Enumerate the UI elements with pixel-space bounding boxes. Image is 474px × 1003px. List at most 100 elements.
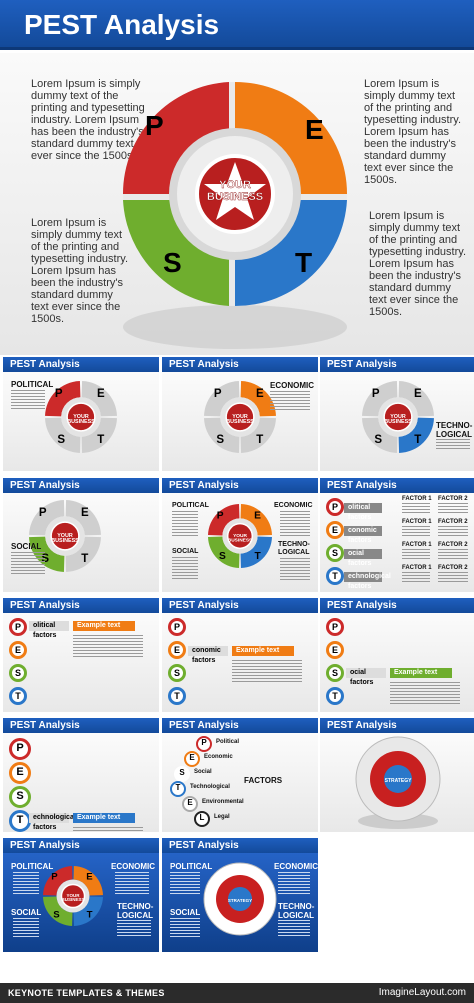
svg-text:T: T — [87, 910, 93, 921]
pest-letter-circle-t: T — [326, 687, 344, 705]
placeholder-text-block — [280, 558, 310, 580]
placeholder-text-block — [402, 549, 430, 561]
svg-text:BUSINESS: BUSINESS — [67, 419, 95, 425]
slide-header-bar: PEST Analysis — [3, 357, 159, 372]
svg-text:P: P — [372, 388, 380, 400]
svg-text:YOUR: YOUR — [232, 414, 248, 420]
slide-title: PEST Analysis — [169, 359, 239, 370]
label-economic: ECONOMIC — [274, 502, 313, 509]
placeholder-text-block — [402, 503, 430, 515]
placeholder-text-block — [232, 660, 302, 684]
letter-t: T — [295, 247, 312, 278]
slide-title: PEST Analysis — [327, 600, 397, 611]
pest-letter-circle-e: E — [326, 521, 344, 539]
slide-title: PEST Analysis — [10, 720, 80, 731]
label-factor-2: FACTOR 2 — [438, 565, 468, 571]
pest-letter-circle-s: S — [326, 544, 344, 562]
svg-text:BUSINESS: BUSINESS — [226, 419, 254, 425]
hero-title: PEST Analysis — [24, 9, 220, 40]
pest-letter-circle-s: S — [9, 664, 27, 682]
label-factor-1: FACTOR 1 — [402, 565, 432, 571]
pest-letter-circle-p: P — [326, 618, 344, 636]
placeholder-text-block — [170, 872, 200, 894]
pest-letter-circle-e: E — [182, 796, 198, 812]
placeholder-text-block — [172, 557, 198, 581]
placeholder-text-block — [402, 572, 430, 584]
pest-letter-circle-p: P — [168, 618, 186, 636]
technological-segment — [235, 200, 347, 307]
placeholder-text-block — [73, 635, 143, 659]
label-factor-1: FACTOR 1 — [402, 542, 432, 548]
placeholder-text-block — [402, 526, 430, 538]
placeholder-text-block — [11, 390, 45, 410]
placeholder-text-block — [438, 549, 468, 561]
svg-text:E: E — [97, 388, 105, 400]
letter-p: P — [145, 110, 164, 141]
placeholder-text-block — [117, 920, 151, 936]
placeholder-text-block — [73, 827, 143, 832]
pest-wheel: P E S T YOUR BUSINESS — [122, 82, 347, 349]
label-techno: TECHNO- — [278, 902, 315, 911]
label-factor-1: FACTOR 1 — [402, 519, 432, 525]
pest-letter-circle-t: T — [9, 687, 27, 705]
placeholder-text-block — [270, 391, 310, 411]
pest-letter-circle-e: E — [184, 751, 200, 767]
svg-text:T: T — [256, 434, 263, 446]
social-segment — [123, 200, 229, 306]
lorem-text-technological: Lorem Ipsum is simply dummy text of the … — [369, 210, 467, 318]
footer-site-link[interactable]: ImagineLayout.com — [378, 987, 466, 998]
slide-title: PEST Analysis — [10, 840, 80, 851]
slide-header-bar: PEST Analysis — [162, 598, 318, 613]
factor-arrow: ocial factors — [346, 668, 386, 686]
placeholder-text-block — [13, 872, 39, 896]
slide-header-bar: PEST Analysis — [320, 598, 474, 613]
center-line1: YOUR — [219, 179, 251, 191]
svg-text:S: S — [219, 551, 226, 562]
slide-header-bar: PEST Analysis — [3, 718, 159, 733]
placeholder-text-block — [278, 872, 310, 894]
label-economic: ECONOMIC — [274, 862, 318, 871]
political-segment — [122, 82, 229, 194]
slide-title: PEST Analysis — [10, 600, 80, 611]
pest-letter-circle-t: T — [9, 810, 31, 832]
label-logical: LOGICAL — [117, 911, 153, 920]
label-social: SOCIAL — [170, 908, 201, 917]
slide-title: PEST Analysis — [10, 480, 80, 491]
pest-letter-circle-e: E — [326, 641, 344, 659]
svg-text:T: T — [81, 553, 88, 565]
svg-text:P: P — [214, 388, 222, 400]
svg-text:P: P — [51, 872, 58, 883]
label-logical: LOGICAL — [278, 911, 314, 920]
strategy-ring: STRATEGY — [355, 736, 441, 829]
pest-letter-circle-p: P — [326, 498, 344, 516]
svg-text:E: E — [256, 388, 264, 400]
label-political: POLITICAL — [172, 502, 209, 509]
example-text-banner: Example text — [73, 813, 135, 823]
slide-header-bar: PEST Analysis — [162, 357, 318, 372]
label-political: POLITICAL — [11, 862, 54, 871]
svg-text:E: E — [414, 388, 422, 400]
pest-letter-circle-l: L — [194, 811, 210, 827]
economic-segment — [235, 82, 347, 194]
svg-text:S: S — [216, 434, 224, 446]
slide-header-bar: PEST Analysis — [162, 838, 318, 853]
svg-text:YOUR: YOUR — [57, 533, 73, 539]
label-economic: ECONOMIC — [270, 381, 314, 390]
